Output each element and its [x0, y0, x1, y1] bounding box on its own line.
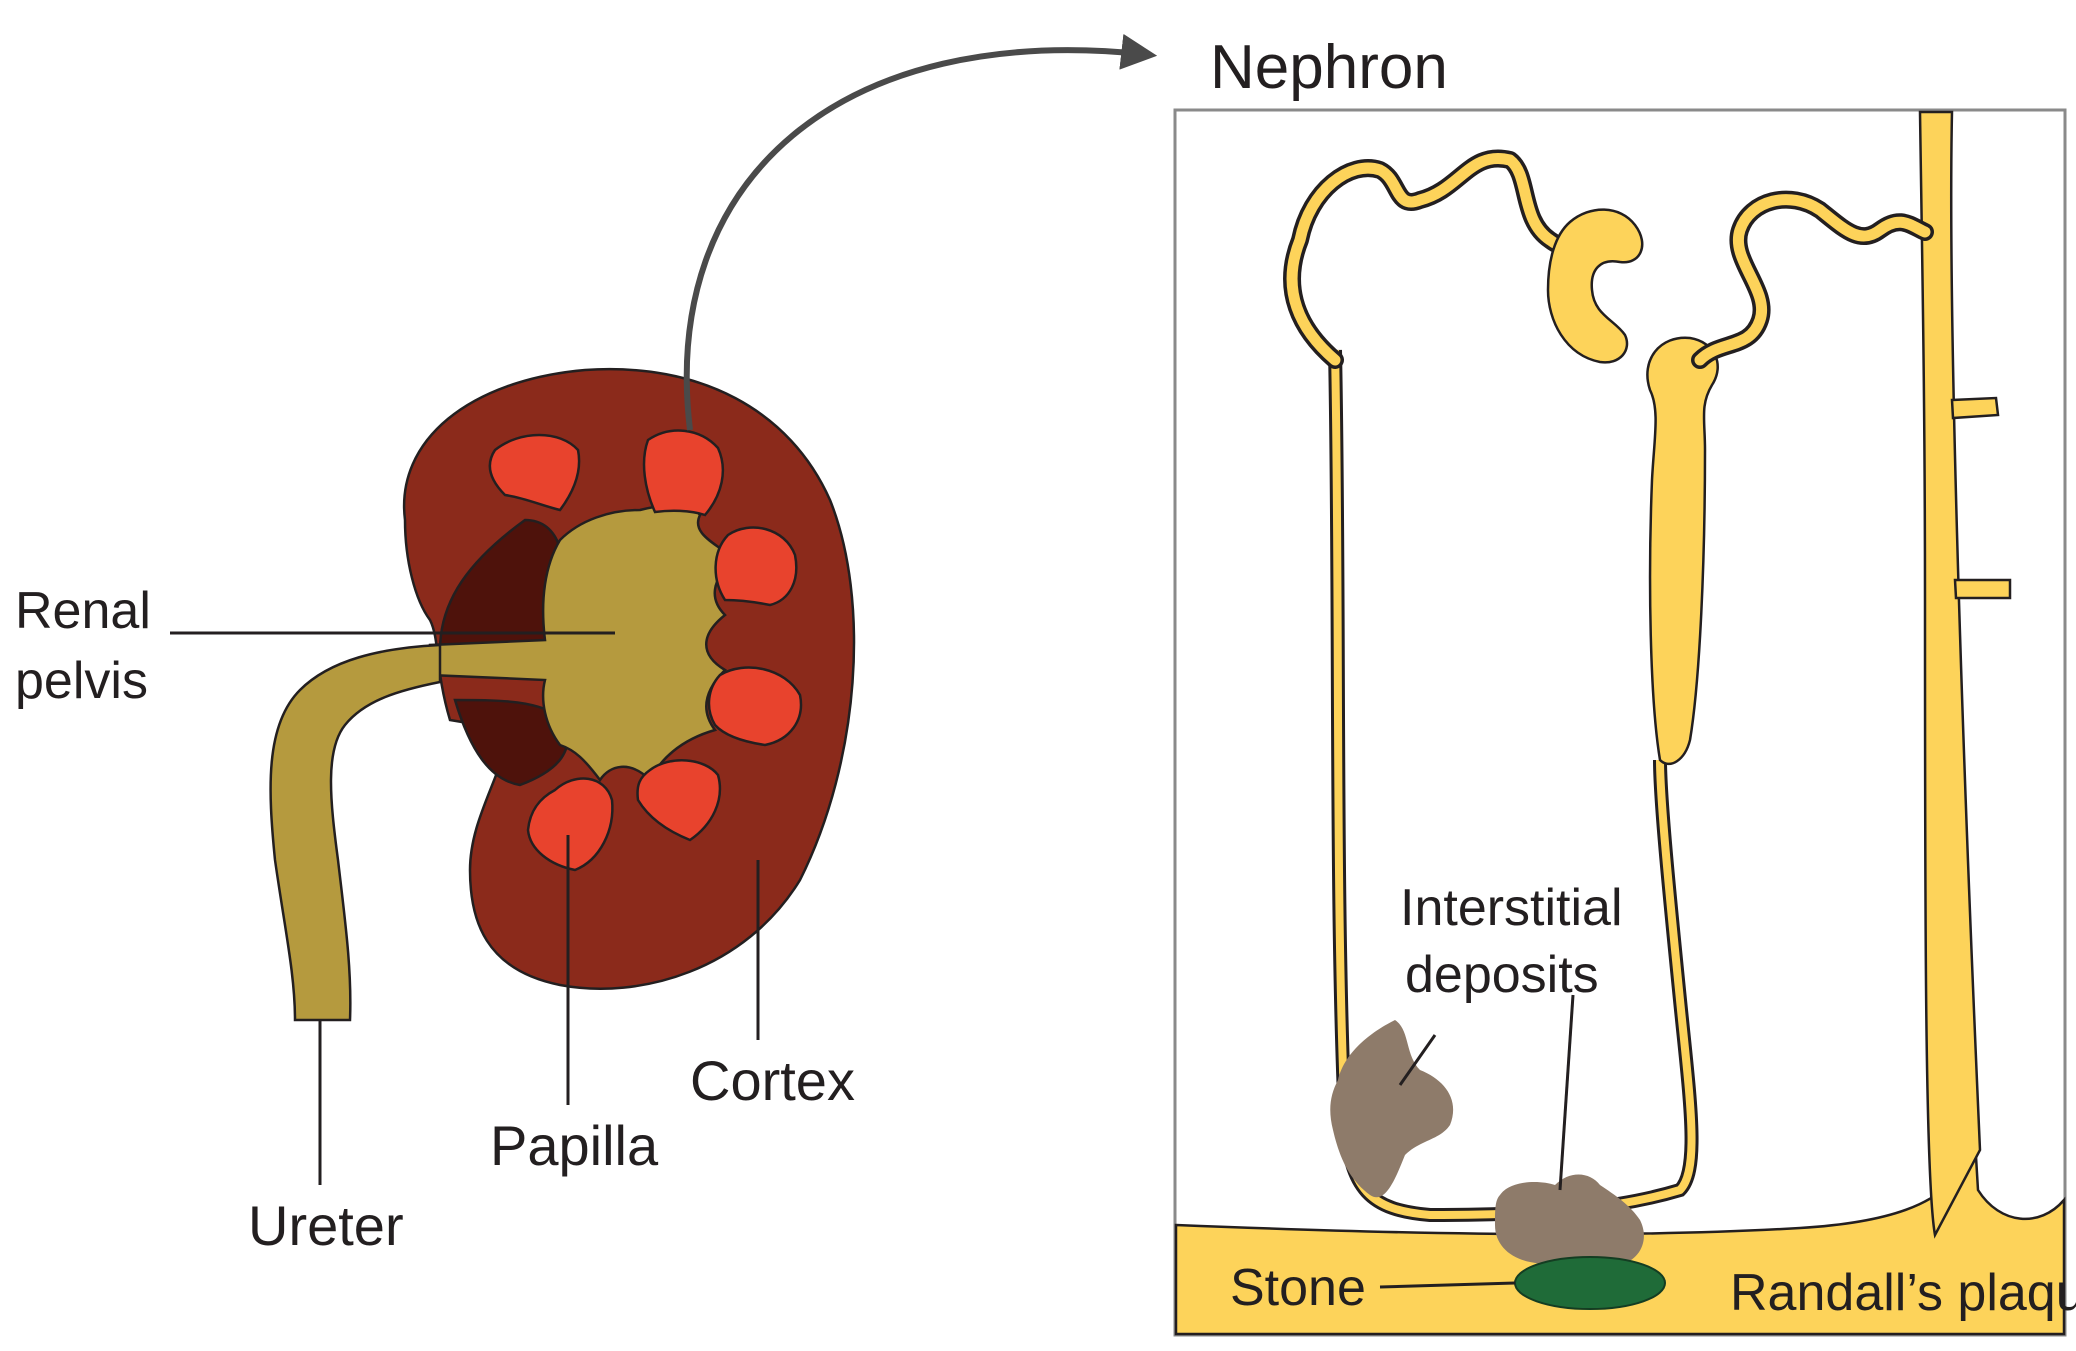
- nephron-title: Nephron: [1210, 33, 1448, 102]
- nephron-labels: Interstitial deposits Stone Randall’s pl…: [1230, 879, 2076, 1322]
- collecting-duct-branch-1: [1950, 396, 2000, 420]
- collecting-duct-branch-2: [1953, 578, 2012, 600]
- nephron-panel: [1173, 108, 2067, 1337]
- papilla-3: [714, 526, 798, 607]
- stone-leader: [1379, 1281, 1516, 1289]
- interstitial-deposits-label-line2: deposits: [1405, 946, 1599, 1004]
- interstitial-leader-right: [1558, 994, 1575, 1191]
- kidney-to-nephron-arrow: [683, 33, 1158, 431]
- interstitial-deposit-bottom: [1495, 1174, 1644, 1268]
- connecting-tubule-fill: [1694, 194, 1931, 366]
- bowmans-capsule: [1546, 208, 1644, 364]
- collecting-duct: [1918, 110, 1982, 1239]
- kidney-medulla-lower: [453, 698, 570, 787]
- papilla-2: [642, 429, 725, 517]
- ureter: [269, 643, 442, 1022]
- renal-pelvis-label-line1: Renal: [15, 582, 151, 640]
- papilla-6: [526, 777, 614, 872]
- renal-pelvis-label-line2: pelvis: [15, 652, 148, 710]
- kidney-labels: Renal pelvis Ureter Papilla Cortex: [15, 582, 855, 1257]
- ureter-label: Ureter: [248, 1194, 404, 1257]
- nephron-frame: [1173, 108, 2067, 1337]
- interstitial-deposits-label-line1: Interstitial: [1400, 879, 1623, 937]
- papilla-5: [636, 759, 722, 842]
- kidney: [269, 33, 1158, 1022]
- papilla-1: [488, 433, 581, 512]
- stone-label: Stone: [1230, 1259, 1366, 1317]
- kidney-leader-lines: [170, 631, 760, 1185]
- cortex-label: Cortex: [690, 1049, 855, 1112]
- papilla-4: [707, 666, 803, 747]
- randalls-plaque-label: Randall’s plaque: [1730, 1264, 2076, 1322]
- papilla-label: Papilla: [490, 1114, 659, 1177]
- proximal-tubule-fill: [1286, 152, 1606, 366]
- stone: [1514, 1256, 1666, 1310]
- interstitial-leader-left: [1398, 1034, 1437, 1086]
- loop-of-henle-fill: [1331, 349, 1696, 1220]
- interstitial-deposit-left: [1330, 1020, 1454, 1198]
